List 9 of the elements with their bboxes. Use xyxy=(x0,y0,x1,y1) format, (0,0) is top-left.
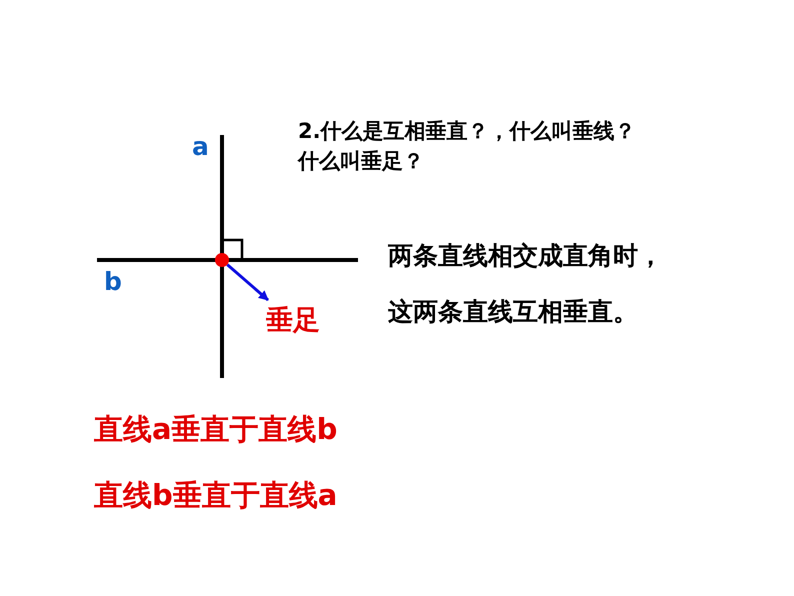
foot-label: 垂足 xyxy=(266,302,320,338)
arrow xyxy=(226,263,269,302)
foot-point xyxy=(215,253,229,267)
definition-text: 两条直线相交成直角时，这两条直线互相垂直。 xyxy=(388,240,664,328)
statement-text: 直线a垂直于直线b xyxy=(94,411,338,448)
statement-text: 直线b垂直于直线a xyxy=(94,477,338,514)
line-name: b xyxy=(104,267,122,296)
line-name: a xyxy=(192,132,209,161)
question-text: 2.什么是互相垂直？，什么叫垂线？什么叫垂足？ xyxy=(298,118,637,175)
